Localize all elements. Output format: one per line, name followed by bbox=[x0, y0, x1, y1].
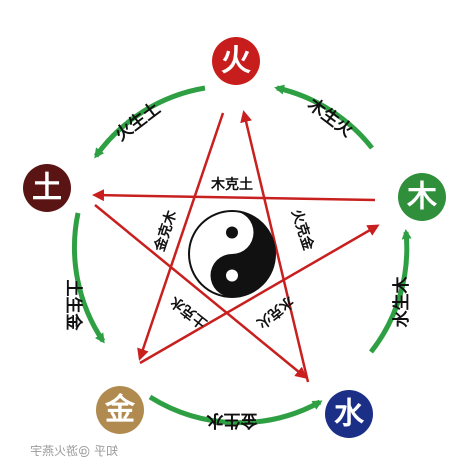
arc-earth-to-metal bbox=[71, 212, 106, 344]
arrow-wood-controls-earth bbox=[92, 189, 376, 202]
arc-water-to-wood bbox=[369, 229, 412, 354]
node-water-label: 水 bbox=[334, 397, 365, 432]
arc-fire-to-earth bbox=[93, 85, 206, 159]
generating-cycle bbox=[71, 84, 412, 426]
label-earth-generates-metal: 土生金 bbox=[63, 280, 84, 332]
arrow-metal-controls-wood bbox=[139, 224, 380, 365]
arrow-fire-controls-metal bbox=[137, 112, 225, 361]
arrow-water-controls-fire bbox=[240, 110, 310, 383]
arc-metal-to-water bbox=[148, 394, 323, 426]
node-wood: 木 bbox=[398, 173, 446, 221]
arc-wood-to-fire bbox=[274, 84, 374, 150]
node-fire-label: 火 bbox=[221, 44, 251, 79]
label-metal-generates-water: 金生水 bbox=[206, 410, 259, 431]
controlling-cycle bbox=[92, 110, 380, 383]
node-earth: 土 bbox=[23, 164, 71, 212]
label-water-generates-wood: 水生木 bbox=[391, 276, 412, 328]
node-earth-label: 土 bbox=[32, 171, 62, 206]
arrow-earth-controls-water bbox=[94, 204, 308, 379]
label-metal-controls-wood: 金克木 bbox=[151, 207, 181, 254]
watermark-text: 知乎 @游火燕宇 bbox=[30, 444, 118, 458]
label-fire-generates-earth: 火生土 bbox=[111, 98, 164, 145]
label-wood-controls-earth: 木克土 bbox=[210, 176, 253, 193]
label-earth-controls-water: 土克水 bbox=[166, 292, 210, 332]
label-fire-controls-metal: 火克金 bbox=[288, 207, 317, 253]
node-metal: 金 bbox=[96, 386, 144, 434]
node-water: 水 bbox=[325, 390, 373, 438]
label-wood-generates-fire: 木生火 bbox=[303, 93, 358, 142]
node-metal-label: 金 bbox=[104, 393, 136, 428]
node-fire: 火 bbox=[212, 37, 260, 85]
yin-yang-icon bbox=[188, 210, 276, 298]
node-wood-label: 木 bbox=[406, 180, 437, 215]
